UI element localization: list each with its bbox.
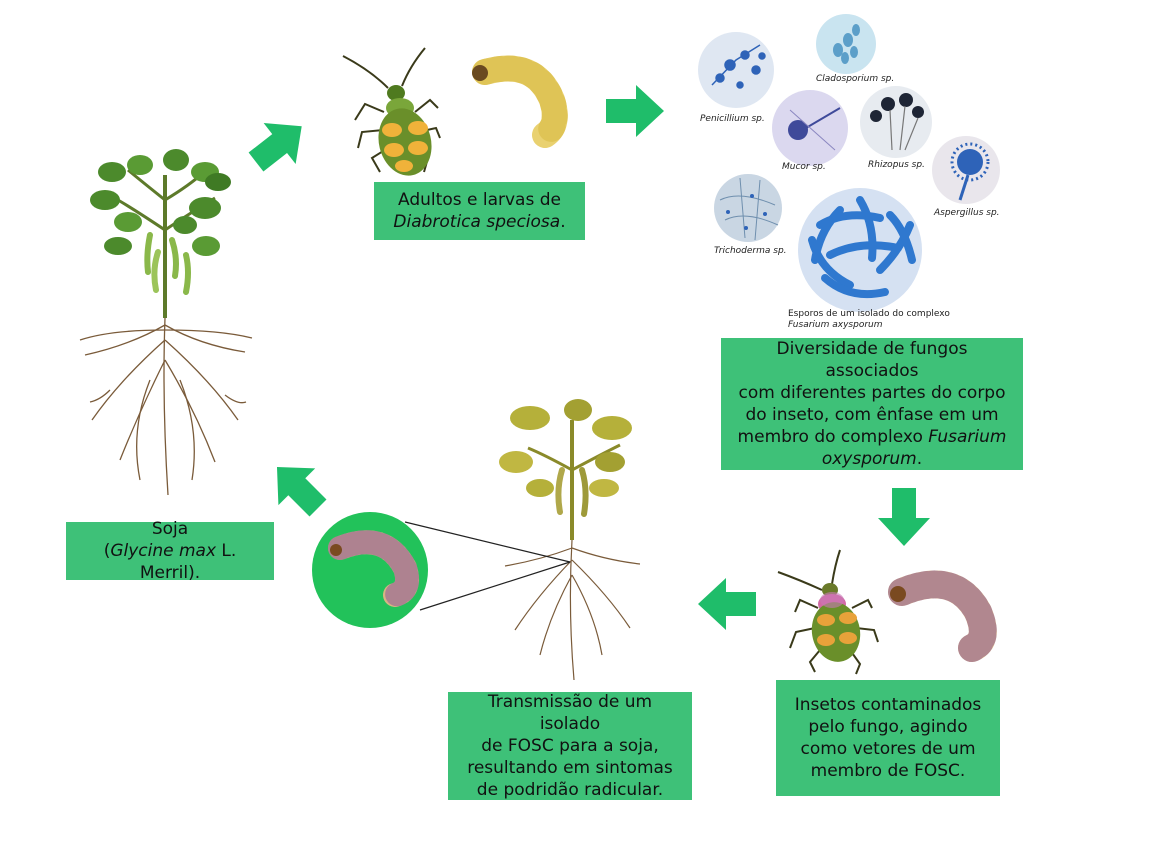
- arrow-icon-5: [258, 448, 337, 527]
- box-vectors: Insetos contaminados pelo fungo, agindo …: [776, 680, 1000, 796]
- box-insects-line1: Adultos e larvas de: [398, 190, 561, 210]
- contaminated-larva-icon: [888, 570, 997, 662]
- box-transmission-line4: de podridão radicular.: [476, 780, 664, 800]
- label-trichoderma: Trichoderma sp.: [714, 246, 787, 256]
- box-fungi-line1: Diversidade de fungos associados: [776, 339, 968, 381]
- micrograph-penicillium: [698, 32, 774, 108]
- box-soy: Soja (Glycine max L. Merril).: [66, 519, 274, 583]
- box-transmission-line1: Transmissão de um isolado: [487, 692, 653, 734]
- label-rhizopus: Rhizopus sp.: [868, 160, 925, 170]
- box-transmission-line3: resultando em sintomas: [467, 758, 673, 778]
- box-fungi-line3: do inseto, com ênfase em um: [745, 405, 999, 425]
- box-fungi-line2: com diferentes partes do corpo: [738, 383, 1006, 403]
- contaminated-beetle-icon: [777, 549, 879, 675]
- label-fusarium-spores: Esporos de um isolado do complexo Fusari…: [788, 309, 950, 330]
- micrograph-rhizopus: [860, 86, 932, 158]
- micrograph-aspergillus: [932, 136, 1000, 204]
- infected-soybean-plant-icon: [499, 399, 641, 681]
- box-vectors-line4: membro de FOSC.: [810, 761, 966, 781]
- label-aspergillus: Aspergillus sp.: [934, 208, 1000, 218]
- beetle-icon: [342, 47, 441, 176]
- arrow-icon-1: [239, 105, 318, 183]
- label-cladosporium: Cladosporium sp.: [816, 74, 895, 84]
- label-mucor: Mucor sp.: [782, 162, 826, 172]
- larva-icon: [472, 55, 568, 148]
- box-transmission: Transmissão de um isolado de FOSC para a…: [448, 692, 692, 800]
- box-soy-line1: Soja: [151, 519, 189, 539]
- label-penicillium: Penicillium sp.: [700, 114, 765, 124]
- box-vectors-line2: pelo fungo, agindo: [808, 717, 968, 737]
- arrow-icon-4: [698, 578, 756, 630]
- box-insects-line2: Diabrotica speciosa.: [393, 212, 566, 232]
- magnifier-circle-icon: [312, 512, 571, 628]
- micrograph-trichoderma: [714, 174, 782, 242]
- box-fungi-line5: oxysporum.: [821, 449, 923, 469]
- box-soy-line2: (Glycine max L. Merril).: [103, 541, 237, 583]
- box-insects: Adultos e larvas de Diabrotica speciosa.: [374, 182, 585, 240]
- soybean-plant-icon: [79, 149, 253, 496]
- micrograph-mucor: [772, 90, 848, 166]
- arrow-icon-3: [878, 488, 930, 546]
- box-vectors-line1: Insetos contaminados: [794, 695, 982, 715]
- box-vectors-line3: como vetores de um: [800, 739, 976, 759]
- micrograph-cladosporium: [816, 14, 876, 74]
- box-fungi-diversity: Diversidade de fungos associados com dif…: [721, 338, 1023, 470]
- arrow-icon-2: [606, 85, 664, 137]
- box-transmission-line2: de FOSC para a soja,: [481, 736, 659, 756]
- box-fungi-line4: membro do complexo Fusarium: [737, 427, 1007, 447]
- micrograph-fusarium: [798, 188, 922, 312]
